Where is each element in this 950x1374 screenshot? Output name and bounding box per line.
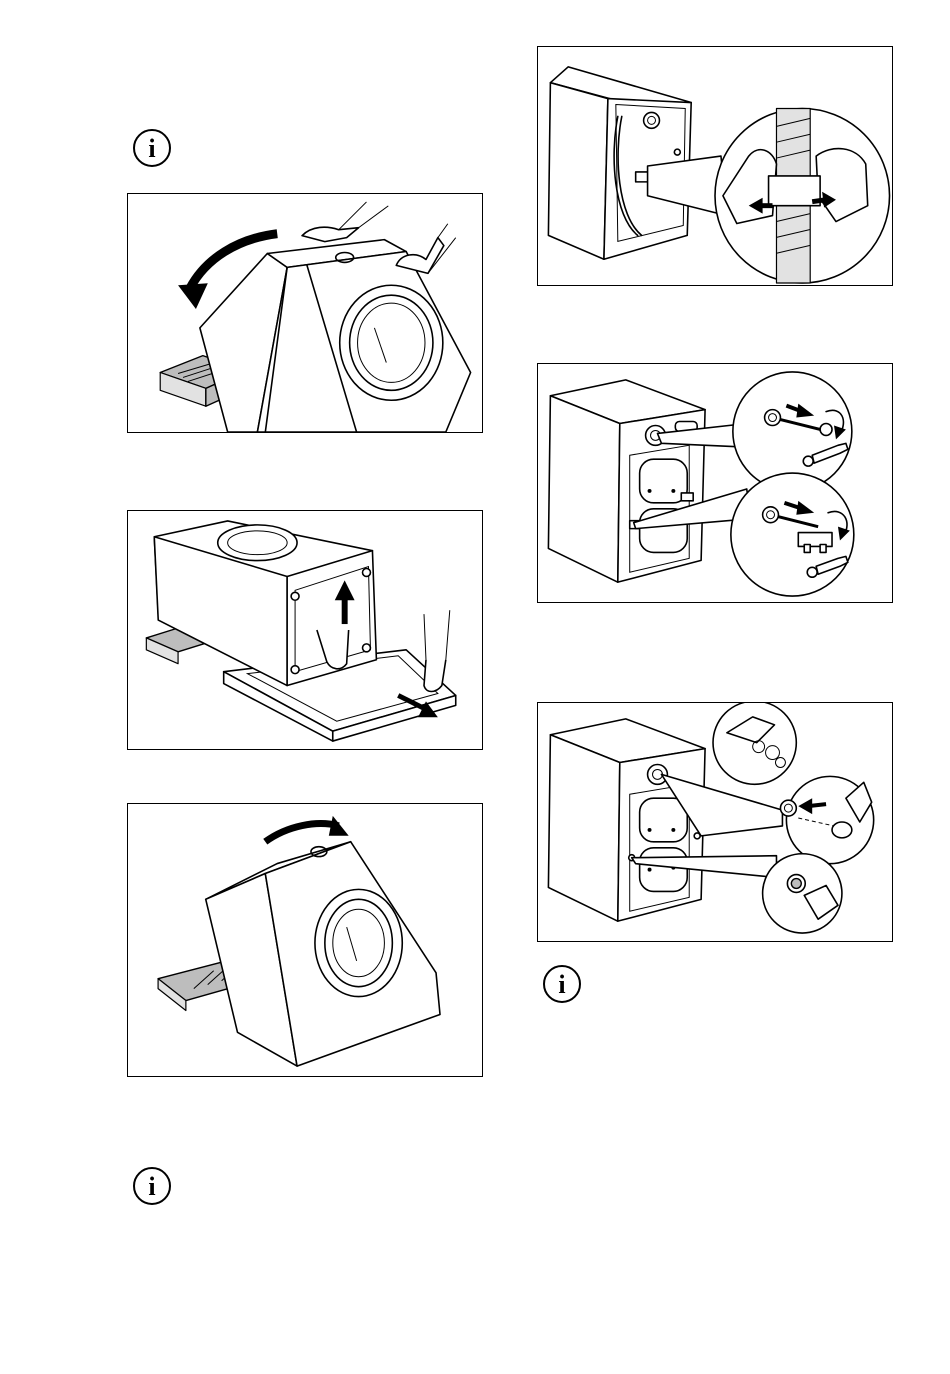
svg-text:i: i xyxy=(148,1172,155,1201)
svg-text:i: i xyxy=(148,134,155,163)
figure-tilt-machine-upright xyxy=(127,803,483,1077)
info-icon: i xyxy=(132,128,172,168)
svg-text:i: i xyxy=(558,970,565,999)
figure-remove-base-polystyrene xyxy=(127,510,483,750)
figure-tilt-machine-back xyxy=(127,193,483,433)
hand-left xyxy=(302,227,359,241)
washing-machine-rear xyxy=(548,719,705,921)
figure-remove-hose-clamp xyxy=(537,46,893,286)
zoom-callout-top xyxy=(713,703,796,784)
tilt-forward-arrow xyxy=(265,816,348,842)
figure-insert-plastic-caps xyxy=(537,702,893,942)
info-icon: i xyxy=(542,964,582,1004)
figure-unscrew-transit-bolts xyxy=(537,363,893,603)
washing-machine xyxy=(206,842,440,1066)
washing-machine-rear xyxy=(548,380,705,582)
info-icon: i xyxy=(132,1166,172,1206)
